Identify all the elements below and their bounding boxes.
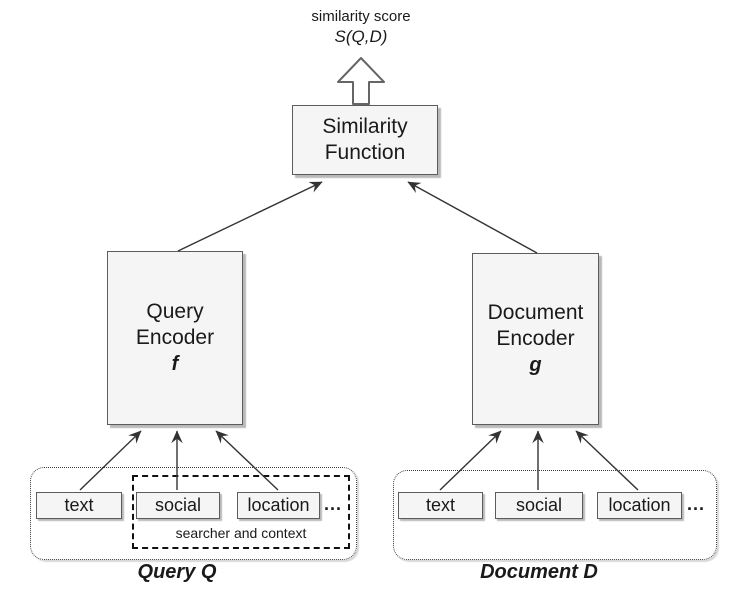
similarity-score-label: similarity score (311, 8, 411, 25)
document-input-social: social (495, 492, 583, 519)
query-encoder-label: Query Encoder (135, 300, 215, 349)
arrow-query-encoder-to-similarity (177, 181, 323, 252)
query-input-location: location (237, 492, 320, 519)
query-group-caption: Query Q (137, 561, 217, 583)
query-input-group (30, 467, 357, 560)
document-input-text: text (398, 492, 483, 519)
document-input-location: location (597, 492, 682, 519)
document-group-caption: Document D (480, 561, 598, 583)
query-input-text: text (36, 492, 122, 519)
query-input-social: social (136, 492, 220, 519)
document-encoder-box: Document Encoder g (472, 253, 599, 425)
query-encoder-box: Query Encoder f (107, 251, 243, 425)
similarity-function-box: Similarity Function (292, 105, 438, 175)
similarity-function-label: Similarity Function (322, 115, 408, 164)
score-block-arrow-icon (337, 57, 385, 105)
document-inputs-ellipsis: ... (687, 494, 706, 514)
query-encoder-symbol: f (171, 353, 179, 375)
searcher-context-label: searcher and context (175, 525, 307, 541)
document-input-group (393, 470, 717, 560)
document-encoder-symbol: g (529, 354, 542, 376)
arrow-document-encoder-to-similarity (407, 181, 538, 254)
query-inputs-ellipsis: ... (324, 494, 343, 514)
document-encoder-label: Document Encoder (487, 301, 584, 350)
score-formula-label: S(Q,D) (334, 27, 388, 46)
